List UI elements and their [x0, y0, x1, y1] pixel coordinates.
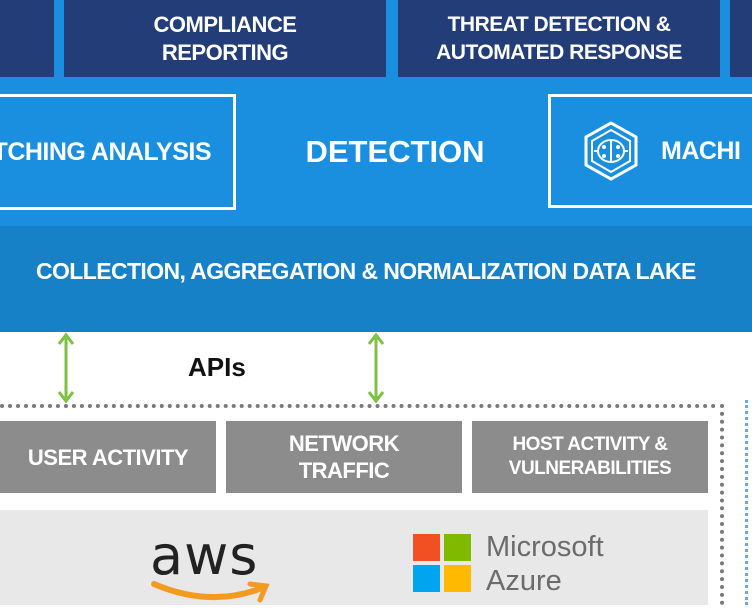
- host-activity-box: HOST ACTIVITY & VULNERABILITIES: [472, 421, 708, 493]
- aws-logo-text: aws: [150, 524, 259, 587]
- data-lake-band: [0, 226, 752, 332]
- threat-line-1: THREAT DETECTION &: [447, 12, 671, 36]
- detection-label: DETECTION: [305, 134, 485, 169]
- apis-label: APIs: [188, 352, 246, 382]
- compliance-line-1: COMPLIANCE: [153, 11, 297, 37]
- api-arrow-left-icon: [57, 332, 75, 404]
- dotted-separator-blue: [745, 400, 751, 605]
- data-lake-label: COLLECTION, AGGREGATION & NORMALIZATION …: [36, 258, 696, 284]
- microsoft-label: Microsoft: [486, 531, 604, 563]
- machine-learning-box: MACHI: [548, 94, 752, 208]
- brain-hexagon-icon: [584, 121, 638, 181]
- network-traffic-box: NETWORK TRAFFIC: [226, 421, 462, 493]
- top-left-box: [0, 0, 54, 77]
- gear-icon: [0, 236, 10, 294]
- detection-band: [0, 84, 752, 226]
- network-line-2: TRAFFIC: [298, 458, 390, 483]
- dotted-separator-horizontal: [0, 404, 716, 410]
- cloud-providers-band: [0, 510, 708, 605]
- threat-line-2: AUTOMATED RESPONSE: [436, 40, 682, 64]
- machine-learning-label: MACHI: [661, 136, 741, 165]
- aws-smile-icon: [151, 581, 270, 603]
- host-line-2: VULNERABILITIES: [508, 458, 672, 479]
- compliance-reporting-box: COMPLIANCE REPORTING: [64, 0, 386, 77]
- dotted-separator-vertical: [720, 404, 726, 605]
- user-activity-label: USER ACTIVITY: [27, 444, 189, 470]
- matching-analysis-box: TCHING ANALYSIS: [0, 94, 236, 210]
- api-arrow-right-icon: [367, 332, 385, 404]
- azure-label: Azure: [486, 565, 562, 597]
- microsoft-azure-text: Microsoft Azure: [486, 530, 604, 598]
- network-line-1: NETWORK: [288, 431, 400, 456]
- compliance-line-2: REPORTING: [161, 39, 289, 65]
- matching-analysis-label: TCHING ANALYSIS: [0, 137, 212, 166]
- user-activity-box: USER ACTIVITY: [0, 421, 216, 493]
- host-line-1: HOST ACTIVITY &: [512, 434, 668, 455]
- top-right-box: [730, 0, 752, 77]
- microsoft-logo-icon: [413, 534, 471, 592]
- threat-detection-box: THREAT DETECTION & AUTOMATED RESPONSE: [398, 0, 720, 77]
